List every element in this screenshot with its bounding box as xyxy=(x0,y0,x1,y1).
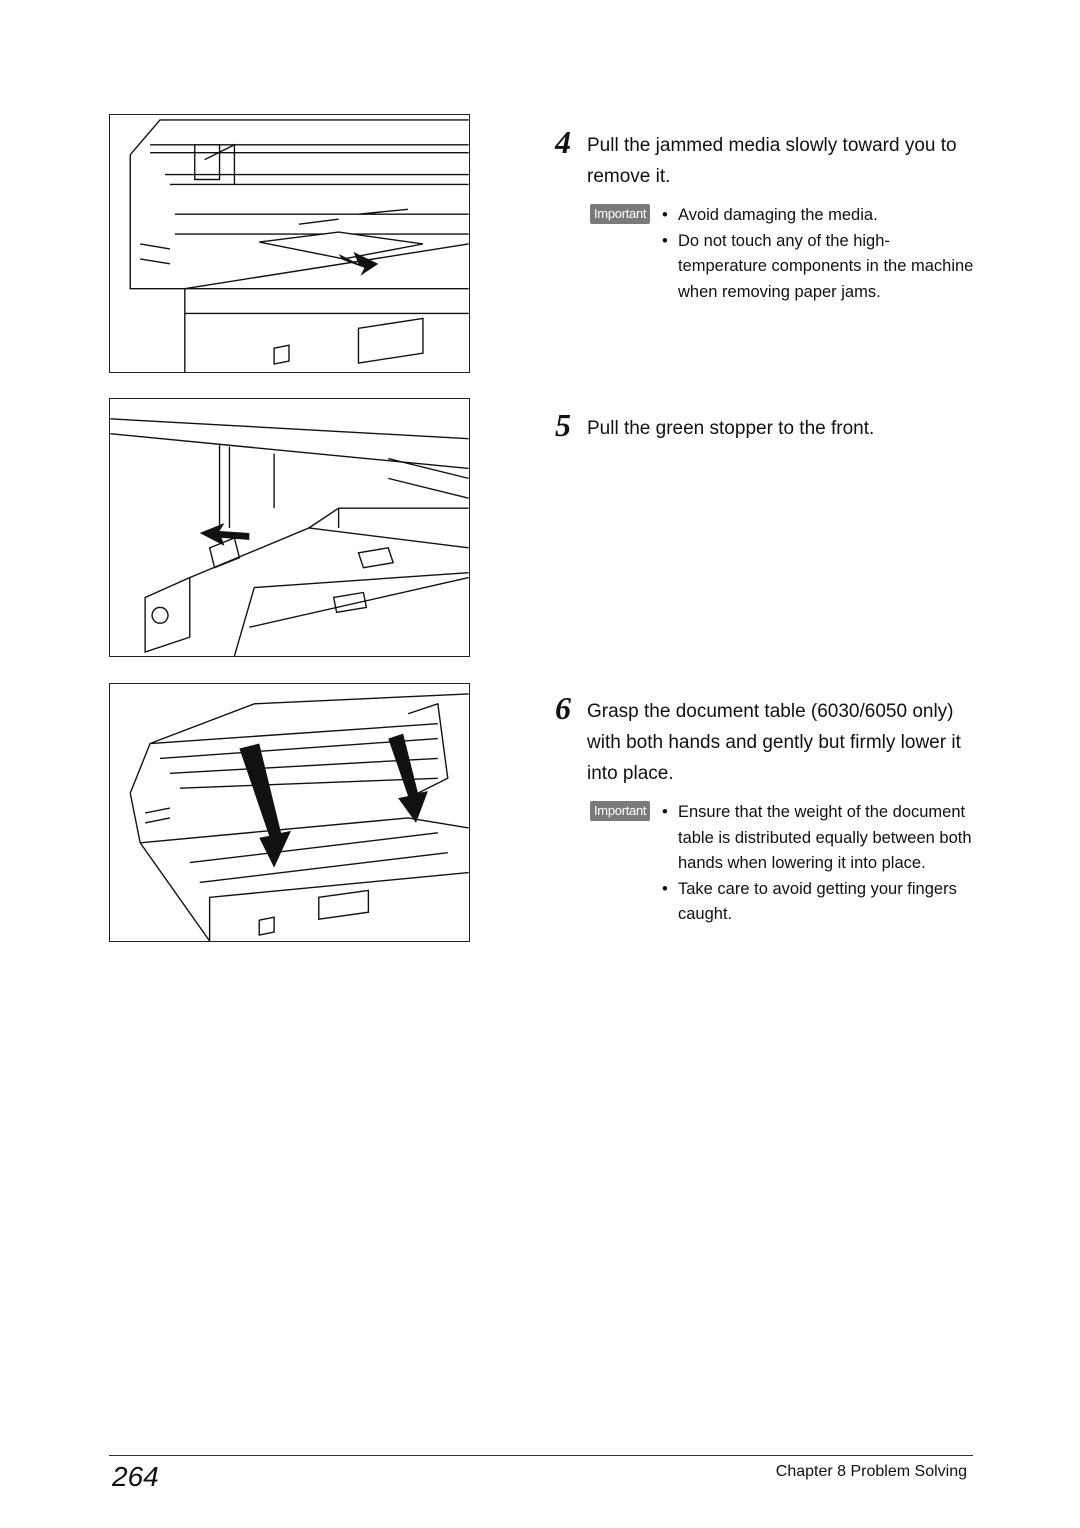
figure-lower-document-table xyxy=(109,683,470,942)
step-4: 4 Pull the jammed media slowly toward yo… xyxy=(555,126,975,192)
footer-divider xyxy=(109,1455,973,1456)
step-6: 6 Grasp the document table (6030/6050 on… xyxy=(555,692,975,789)
list-item: Do not touch any of the high-temperature… xyxy=(654,229,974,306)
important-list: Ensure that the weight of the document t… xyxy=(654,800,974,928)
step-5: 5 Pull the green stopper to the front. xyxy=(555,409,975,444)
figure-green-stopper xyxy=(109,398,470,657)
printer-illustration-step5 xyxy=(110,418,469,656)
step-number: 5 xyxy=(555,407,571,443)
step-instruction: Pull the jammed media slowly toward you … xyxy=(587,135,957,187)
chapter-title: Chapter 8 Problem Solving xyxy=(775,1463,967,1480)
page-number: 264 xyxy=(112,1461,159,1492)
printer-illustration-step4 xyxy=(129,119,469,372)
step-number: 4 xyxy=(555,124,571,160)
list-item: Avoid damaging the media. xyxy=(654,203,974,229)
step-number: 6 xyxy=(555,690,571,726)
printer-illustration-step6 xyxy=(129,693,469,941)
list-item: Take care to avoid getting your fingers … xyxy=(654,877,974,928)
step-instruction: Grasp the document table (6030/6050 only… xyxy=(587,701,961,784)
list-item: Ensure that the weight of the document t… xyxy=(654,800,974,877)
important-badge: Important xyxy=(590,801,651,821)
important-badge: Important xyxy=(590,204,651,224)
important-list: Avoid damaging the media. Do not touch a… xyxy=(654,203,974,305)
step-instruction: Pull the green stopper to the front. xyxy=(587,418,875,439)
figure-remove-jammed-media xyxy=(109,114,470,373)
